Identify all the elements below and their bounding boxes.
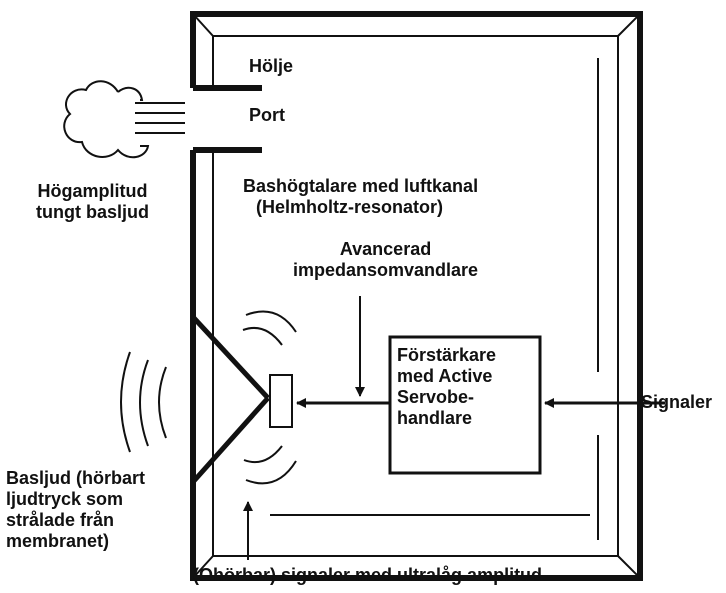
bevel-corner <box>193 14 213 36</box>
outer-wave <box>159 367 166 438</box>
outer-wave <box>121 352 130 452</box>
amplifier-label-line: med Active <box>397 366 493 386</box>
bass-sound-line: ljudtryck som <box>6 489 124 509</box>
bass-sound-line: Basljud (hörbart <box>6 468 146 488</box>
bevel-corner <box>193 556 213 578</box>
converter-label: Avancerad impedansomvandlare <box>293 239 478 281</box>
port-output-line: Högamplitud <box>37 181 148 201</box>
inner-wave-lower <box>246 461 296 483</box>
inner-wave-lower <box>244 446 282 462</box>
outer-wave <box>140 360 148 446</box>
driver-cone-lower <box>193 398 268 482</box>
inner-wave-upper <box>246 311 296 332</box>
converter-label-line: Avancerad <box>339 239 432 259</box>
amplifier-label: Förstärkare med Active Servobe- handlare <box>397 345 496 429</box>
air-cloud-icon <box>64 81 148 157</box>
converter-label-line: impedansomvandlare <box>293 260 479 280</box>
amplifier-label-line: Servobe- <box>397 387 475 407</box>
cabinet-outer-wall <box>193 14 640 578</box>
bevel-corner <box>618 14 640 36</box>
bass-sound-label: Basljud (hörbart ljudtryck som strålade … <box>6 468 145 552</box>
amplifier-label-line: Förstärkare <box>397 345 497 365</box>
amplifier-box <box>390 337 540 473</box>
voice-coil <box>270 375 292 427</box>
infrasonic-label: (Ohörbar) signaler med ultralåg amplitud <box>193 565 543 585</box>
port-output-line: tungt basljud <box>36 202 149 222</box>
amplifier-label-line: handlare <box>397 408 473 428</box>
port-label: Port <box>249 105 285 125</box>
bass-sound-line: membranet) <box>6 531 110 551</box>
port-output-label: Högamplitud tungt basljud <box>36 181 149 223</box>
inner-wave-upper <box>243 328 282 345</box>
enclosure-label: Hölje <box>249 56 294 76</box>
cabinet-inner-bevel <box>213 36 618 556</box>
bass-sound-line: strålade från <box>6 510 115 530</box>
signal-label: Signaler <box>641 392 713 412</box>
driver-cone-upper <box>193 317 268 398</box>
cabinet-title-line: (Helmholtz-resonator) <box>256 197 444 217</box>
bevel-corner <box>618 556 640 578</box>
cabinet-title-line: Bashögtalare med luftkanal <box>243 176 479 196</box>
cabinet-title: Bashögtalare med luftkanal (Helmholtz-re… <box>243 176 478 218</box>
